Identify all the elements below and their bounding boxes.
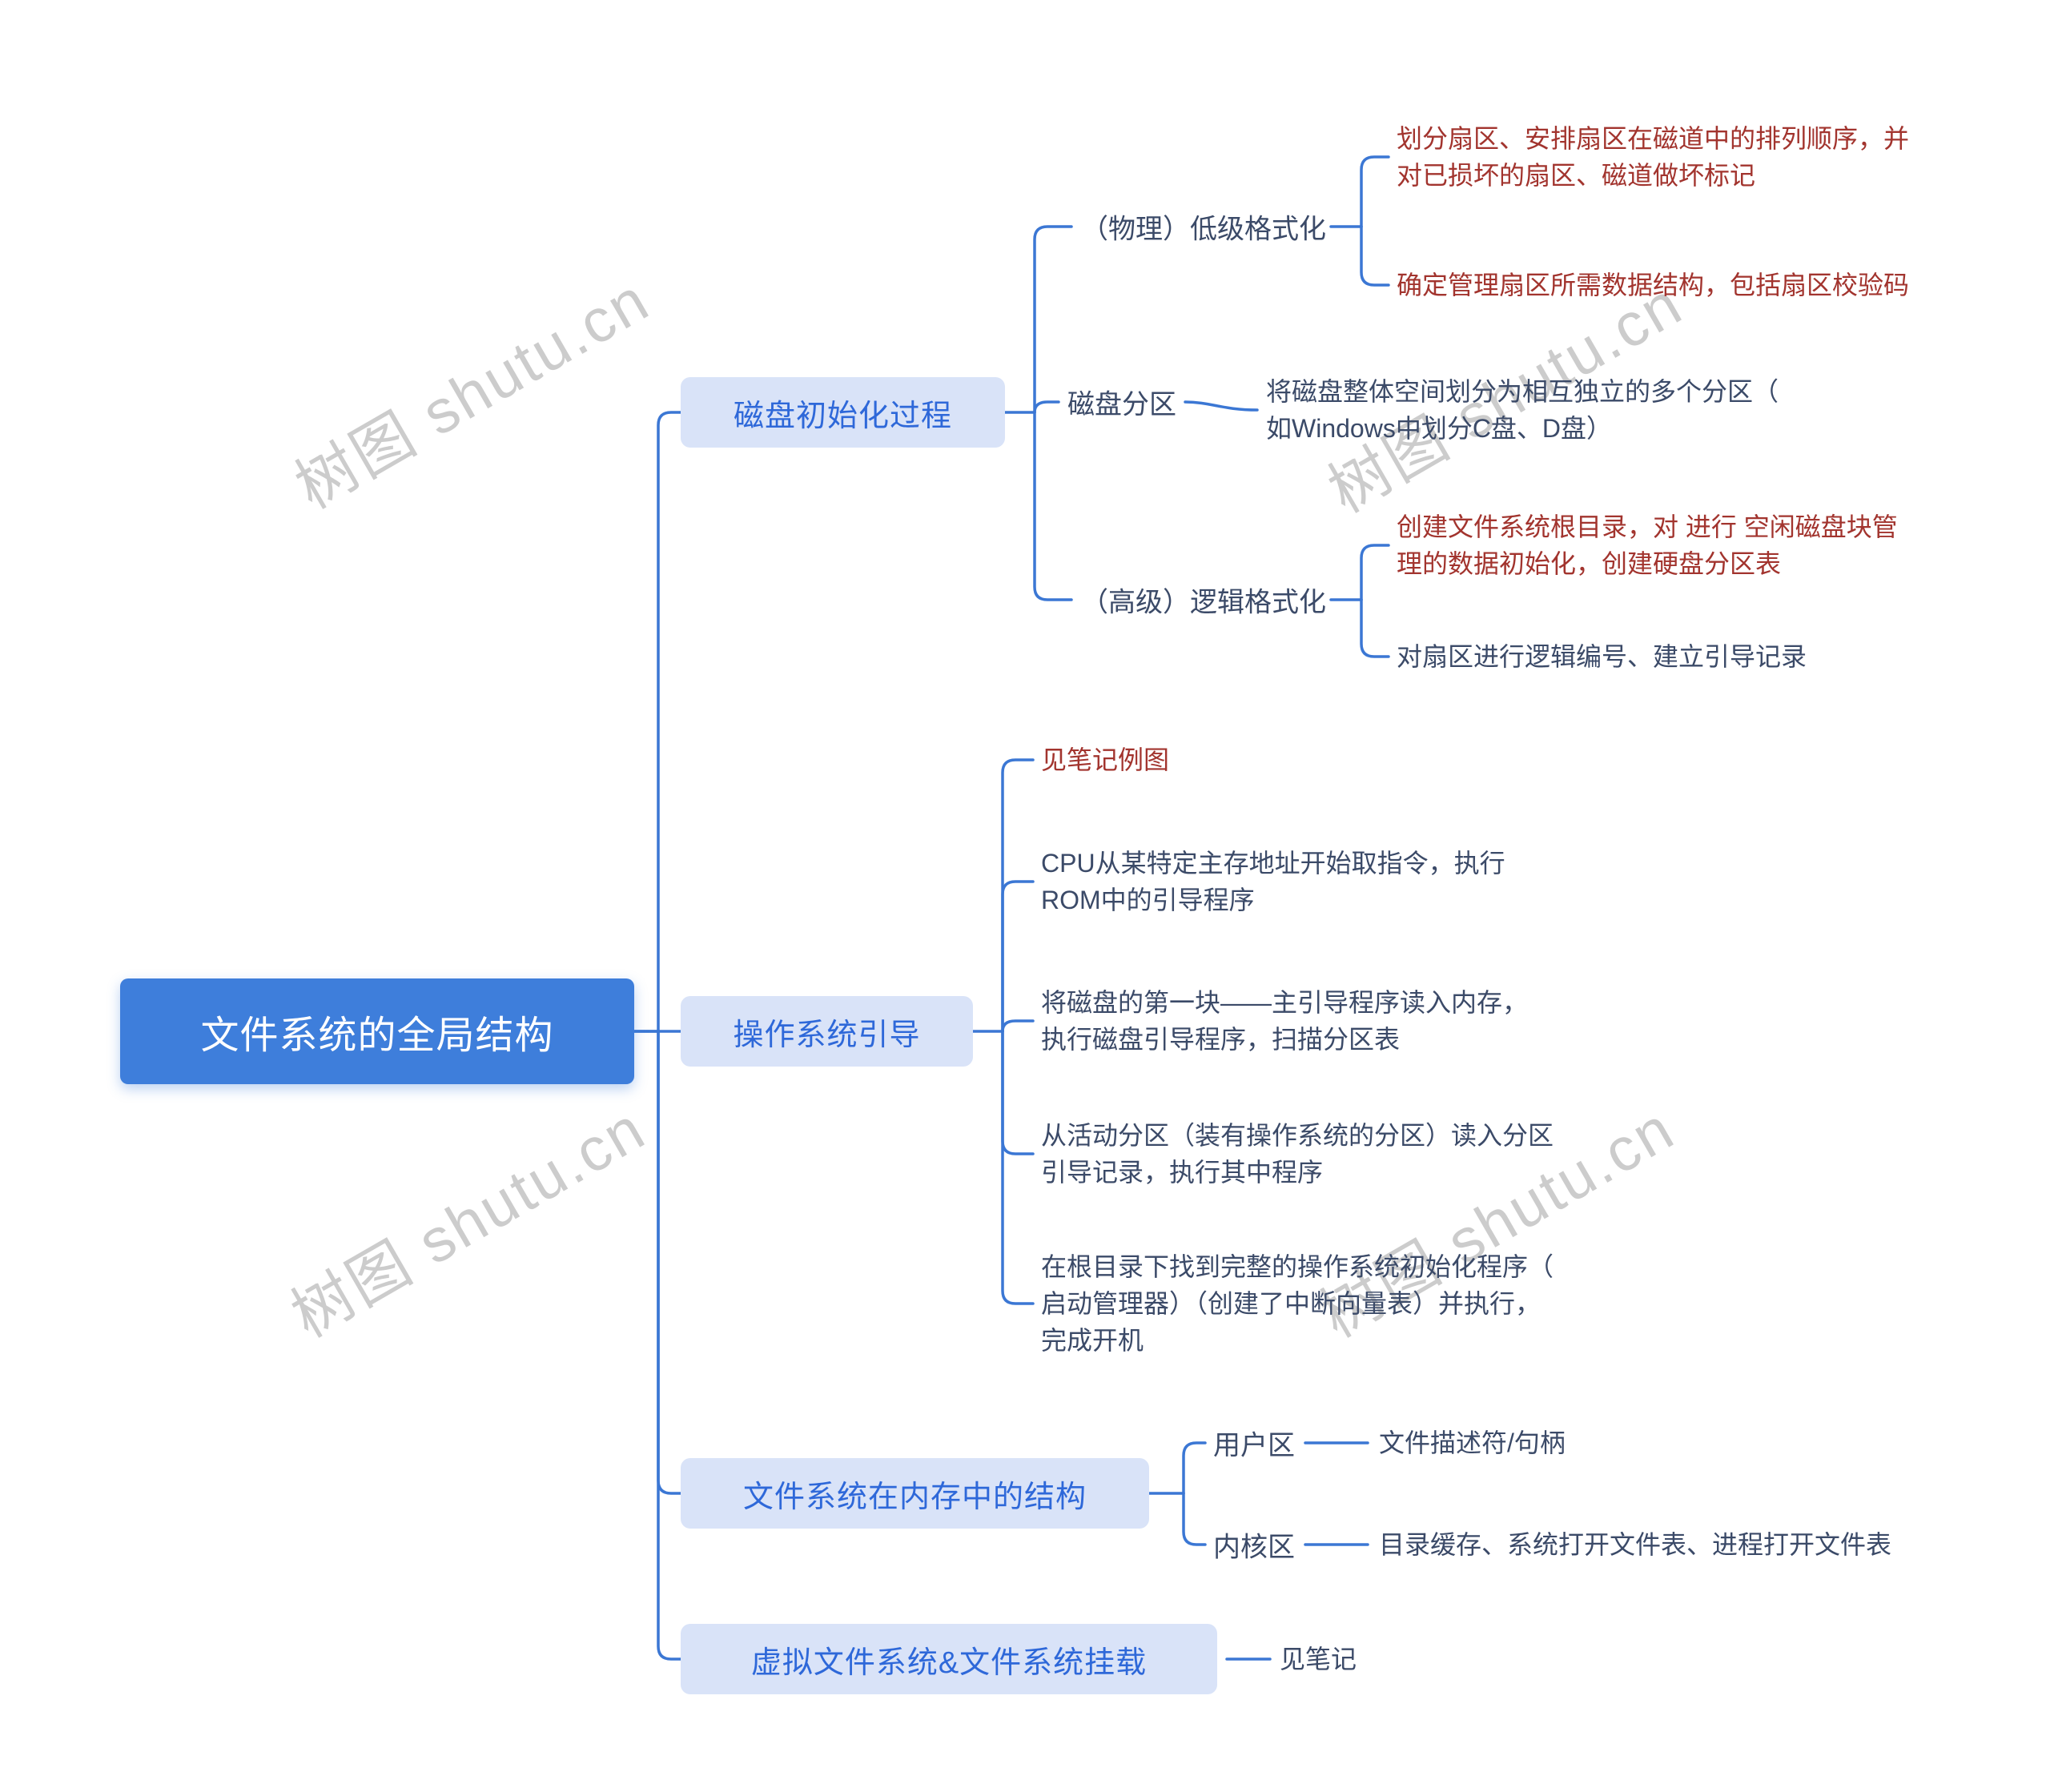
node-kernel-area[interactable]: 内核区 [1213, 1532, 1295, 1563]
leaf-sector-data-structure[interactable]: 确定管理扇区所需数据结构，包括扇区校验码 [1397, 271, 1910, 299]
branch-vfs-mount[interactable]: 虚拟文件系统&文件系统挂载 [681, 1624, 1217, 1694]
leaf-cpu-fetch-rom[interactable]: CPU从某特定主存地址开始取指令，执行 ROM中的引导程序 [1041, 849, 1505, 914]
root-node-file-system-structure[interactable]: 文件系统的全局结构 [120, 978, 634, 1084]
leaf-file-descriptor-handle[interactable]: 文件描述符/句柄 [1379, 1428, 1566, 1457]
leaf-divide-sectors[interactable]: 划分扇区、安排扇区在磁道中的排列顺序，并 对已损坏的扇区、磁道做坏标记 [1397, 124, 1910, 190]
leaf-see-note-figure[interactable]: 见笔记例图 [1041, 745, 1170, 774]
leaf-see-note[interactable]: 见笔记 [1280, 1645, 1357, 1673]
leaf-active-partition-boot-record[interactable]: 从活动分区（装有操作系统的分区）读入分区 引导记录，执行其中程序 [1041, 1121, 1554, 1187]
leaf-partition-description[interactable]: 将磁盘整体空间划分为相互独立的多个分区（ 如Windows中划分C盘、D盘） [1266, 377, 1779, 443]
leaf-directory-cache-tables[interactable]: 目录缓存、系统打开文件表、进程打开文件表 [1379, 1530, 1892, 1559]
branch-fs-in-memory[interactable]: 文件系统在内存中的结构 [681, 1458, 1149, 1529]
branch-disk-initialization[interactable]: 磁盘初始化过程 [681, 377, 1005, 448]
node-user-area[interactable]: 用户区 [1213, 1430, 1295, 1461]
leaf-create-root-directory[interactable]: 创建文件系统根目录，对 进行 空闲磁盘块管 理的数据初始化，创建硬盘分区表 [1397, 512, 1898, 578]
node-logical-format[interactable]: （高级）逻辑格式化 [1081, 587, 1326, 618]
branch-os-boot[interactable]: 操作系统引导 [681, 996, 973, 1067]
node-disk-partition[interactable]: 磁盘分区 [1067, 389, 1176, 420]
leaf-os-init-program[interactable]: 在根目录下找到完整的操作系统初始化程序（ 启动管理器）（创建了中断向量表）并执行… [1041, 1252, 1554, 1355]
leaf-master-boot-program[interactable]: 将磁盘的第一块——主引导程序读入内存， 执行磁盘引导程序，扫描分区表 [1041, 988, 1529, 1054]
leaf-logical-numbering[interactable]: 对扇区进行逻辑编号、建立引导记录 [1397, 642, 1807, 671]
node-physical-low-level-format[interactable]: （物理）低级格式化 [1081, 214, 1326, 245]
